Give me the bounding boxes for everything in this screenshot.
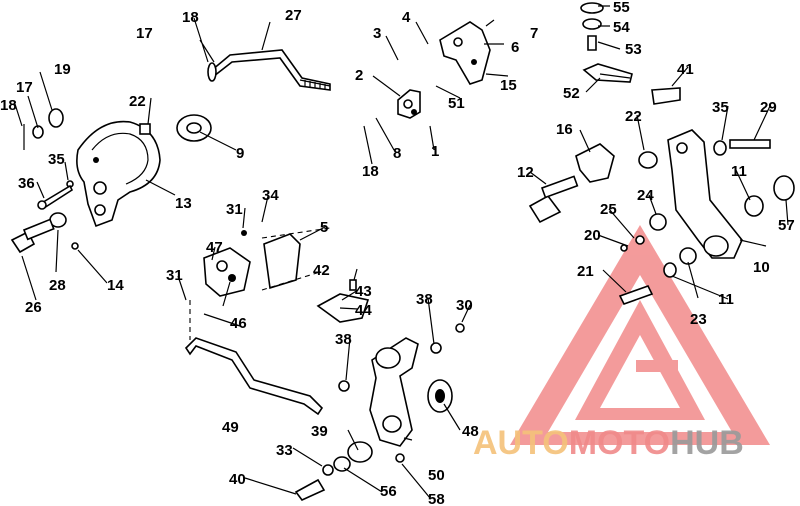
label-47: 47 xyxy=(206,239,223,256)
label-11-lower: 11 xyxy=(718,291,734,308)
label-56: 56 xyxy=(380,483,397,500)
label-51: 51 xyxy=(448,95,465,112)
label-18-top: 18 xyxy=(182,9,199,26)
small-parts-right xyxy=(528,2,795,305)
label-39: 39 xyxy=(311,423,328,440)
lever-10 xyxy=(582,63,743,259)
label-34: 34 xyxy=(262,187,279,204)
label-30: 30 xyxy=(456,297,473,314)
label-38-left: 38 xyxy=(335,331,352,348)
svg-text:AUTOMOTOHUB: AUTOMOTOHUB xyxy=(473,424,744,462)
label-22-left: 22 xyxy=(129,93,146,110)
label-38-right: 38 xyxy=(416,291,433,308)
label-43: 43 xyxy=(355,283,372,300)
link-2 xyxy=(397,89,421,119)
label-16: 16 xyxy=(556,121,573,138)
lever-50 xyxy=(294,323,465,501)
watermark-brand: AUTOMOTOHUB xyxy=(473,424,744,462)
label-6: 6 xyxy=(511,39,519,56)
label-8: 8 xyxy=(393,145,401,162)
label-9: 9 xyxy=(236,145,244,162)
label-18-mid: 18 xyxy=(362,163,379,180)
label-10: 10 xyxy=(753,259,770,276)
label-36: 36 xyxy=(18,175,35,192)
label-35-left: 35 xyxy=(48,151,65,168)
label-22-right: 22 xyxy=(625,108,642,125)
label-44: 44 xyxy=(355,302,372,319)
label-40: 40 xyxy=(229,471,246,488)
label-5: 5 xyxy=(320,219,328,236)
rod-27 xyxy=(211,49,331,91)
bracket-47 xyxy=(203,227,331,297)
label-52: 52 xyxy=(563,85,580,102)
label-46: 46 xyxy=(230,315,247,332)
label-28: 28 xyxy=(49,277,66,294)
label-57: 57 xyxy=(778,217,795,234)
label-27: 27 xyxy=(285,7,302,24)
label-49: 49 xyxy=(222,419,239,436)
label-54: 54 xyxy=(613,19,630,36)
leader-lines xyxy=(14,5,789,499)
label-17-left: 17 xyxy=(16,79,33,96)
label-3: 3 xyxy=(373,25,381,42)
label-26: 26 xyxy=(25,299,42,316)
label-20: 20 xyxy=(584,227,601,244)
label-33: 33 xyxy=(276,442,293,459)
label-2: 2 xyxy=(355,67,363,84)
label-7: 7 xyxy=(530,25,538,42)
watermark-logo xyxy=(510,225,770,445)
label-31-lower: 31 xyxy=(166,267,183,284)
label-13: 13 xyxy=(175,195,192,212)
washer-9 xyxy=(176,114,212,142)
label-35-right: 35 xyxy=(712,99,729,116)
label-18-left: 18 xyxy=(0,97,17,114)
label-58: 58 xyxy=(428,491,445,506)
label-41: 41 xyxy=(677,61,694,78)
rod-49 xyxy=(184,300,324,416)
label-19: 19 xyxy=(54,61,71,78)
label-14: 14 xyxy=(107,277,124,294)
label-4: 4 xyxy=(402,9,411,26)
label-42: 42 xyxy=(313,262,330,279)
label-29: 29 xyxy=(760,99,777,116)
label-15: 15 xyxy=(500,77,517,94)
brand-hub: HUB xyxy=(670,424,744,462)
label-55: 55 xyxy=(613,0,630,16)
label-12: 12 xyxy=(517,164,534,181)
label-25: 25 xyxy=(600,201,617,218)
small-parts-left xyxy=(10,62,217,254)
cam-plate-13 xyxy=(76,120,161,228)
label-24: 24 xyxy=(637,187,654,204)
label-21: 21 xyxy=(577,263,594,280)
label-1: 1 xyxy=(431,143,439,160)
label-11-upper: 11 xyxy=(731,163,747,180)
label-31-upper: 31 xyxy=(226,201,243,218)
brand-auto: AUTO xyxy=(473,424,569,462)
label-50: 50 xyxy=(428,467,445,484)
label-48: 48 xyxy=(462,423,479,440)
brand-moto: MOTO xyxy=(569,424,670,462)
label-17-top: 17 xyxy=(136,25,153,42)
label-53: 53 xyxy=(625,41,642,58)
bracket-15 xyxy=(439,21,491,85)
label-23: 23 xyxy=(690,311,707,328)
